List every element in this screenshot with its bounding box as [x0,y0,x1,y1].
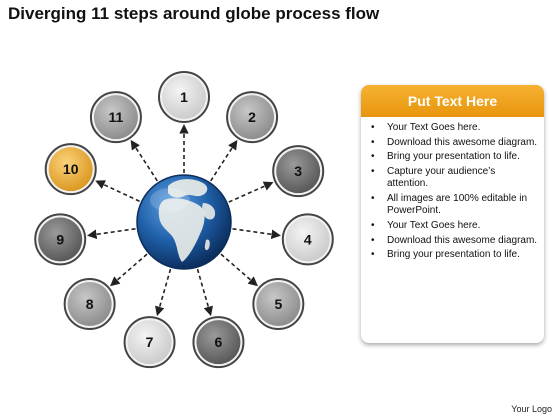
arrow-to-step-3 [228,181,274,203]
step-node-circle [256,282,301,327]
arrow-to-step-7 [155,268,172,317]
step-node-circle [38,217,83,262]
panel-title: Put Text Here [361,85,544,117]
step-node-circle [230,95,275,140]
step-number-7: 7 [146,334,154,350]
step-number-5: 5 [274,296,282,312]
bullet-item: Download this awesome diagram. [371,235,538,247]
logo-text: Your Logo [511,404,552,414]
step-node-11: 11 [89,91,142,144]
step-number-8: 8 [86,296,94,312]
step-node-8: 8 [63,278,116,331]
step-node-3: 3 [272,145,325,198]
step-number-10: 10 [63,161,79,177]
step-node-circle [285,217,330,262]
step-node-circle [127,320,172,365]
bullet-item: Your Text Goes here. [371,122,538,134]
arrow-to-step-11 [130,139,158,182]
step-number-1: 1 [180,89,188,105]
arrow-to-step-4 [232,228,282,240]
step-number-9: 9 [56,231,64,247]
land-africa [158,198,205,262]
step-node-4: 4 [281,213,334,266]
step-node-circle [162,75,206,119]
arrow-to-step-6 [196,268,213,317]
step-node-6: 6 [192,316,245,369]
step-node-5: 5 [252,278,305,331]
land-arabia [202,203,216,220]
bullet-item: Download this awesome diagram. [371,137,538,149]
arrow-to-step-5 [220,253,258,287]
arrow-to-step-10 [95,180,140,203]
step-node-circle [93,95,138,140]
step-number-11: 11 [109,109,124,125]
step-node-10: 10 [44,143,97,196]
step-number-3: 3 [294,163,302,179]
step-node-circle [67,282,112,327]
step-node-9: 9 [34,213,87,266]
step-number-6: 6 [215,334,223,350]
bullet-item: All images are 100% editable in PowerPoi… [371,193,538,217]
arrow-to-step-2 [210,139,238,182]
bullet-item: Bring your presentation to life. [371,249,538,261]
land-europe [168,179,208,198]
panel-bullet-list: Your Text Goes here. Download this aweso… [361,117,544,262]
slide-title: Diverging 11 steps around globe process … [8,4,380,23]
step-node-circle [48,147,93,192]
step-number-2: 2 [248,109,256,125]
step-node-2: 2 [226,91,279,144]
bullet-item: Your Text Goes here. [371,220,538,232]
arrow-to-step-9 [86,228,136,240]
bullet-item: Bring your presentation to life. [371,151,538,163]
arrow-to-step-8 [110,253,148,287]
step-nodes: 1 2 3 4 5 6 7 8 9 10 11 [34,71,334,369]
step-node-circle [196,320,241,365]
step-number-4: 4 [304,231,312,247]
step-node-circle [276,149,321,194]
land-madagascar [204,239,210,251]
bullet-item: Capture your audience’s attention. [371,166,538,190]
text-panel: Put Text Here Your Text Goes here. Downl… [361,85,544,343]
step-node-1: 1 [158,71,210,123]
step-node-7: 7 [123,316,176,369]
arrows-layer [86,124,282,317]
earth-globe-icon [136,174,232,270]
